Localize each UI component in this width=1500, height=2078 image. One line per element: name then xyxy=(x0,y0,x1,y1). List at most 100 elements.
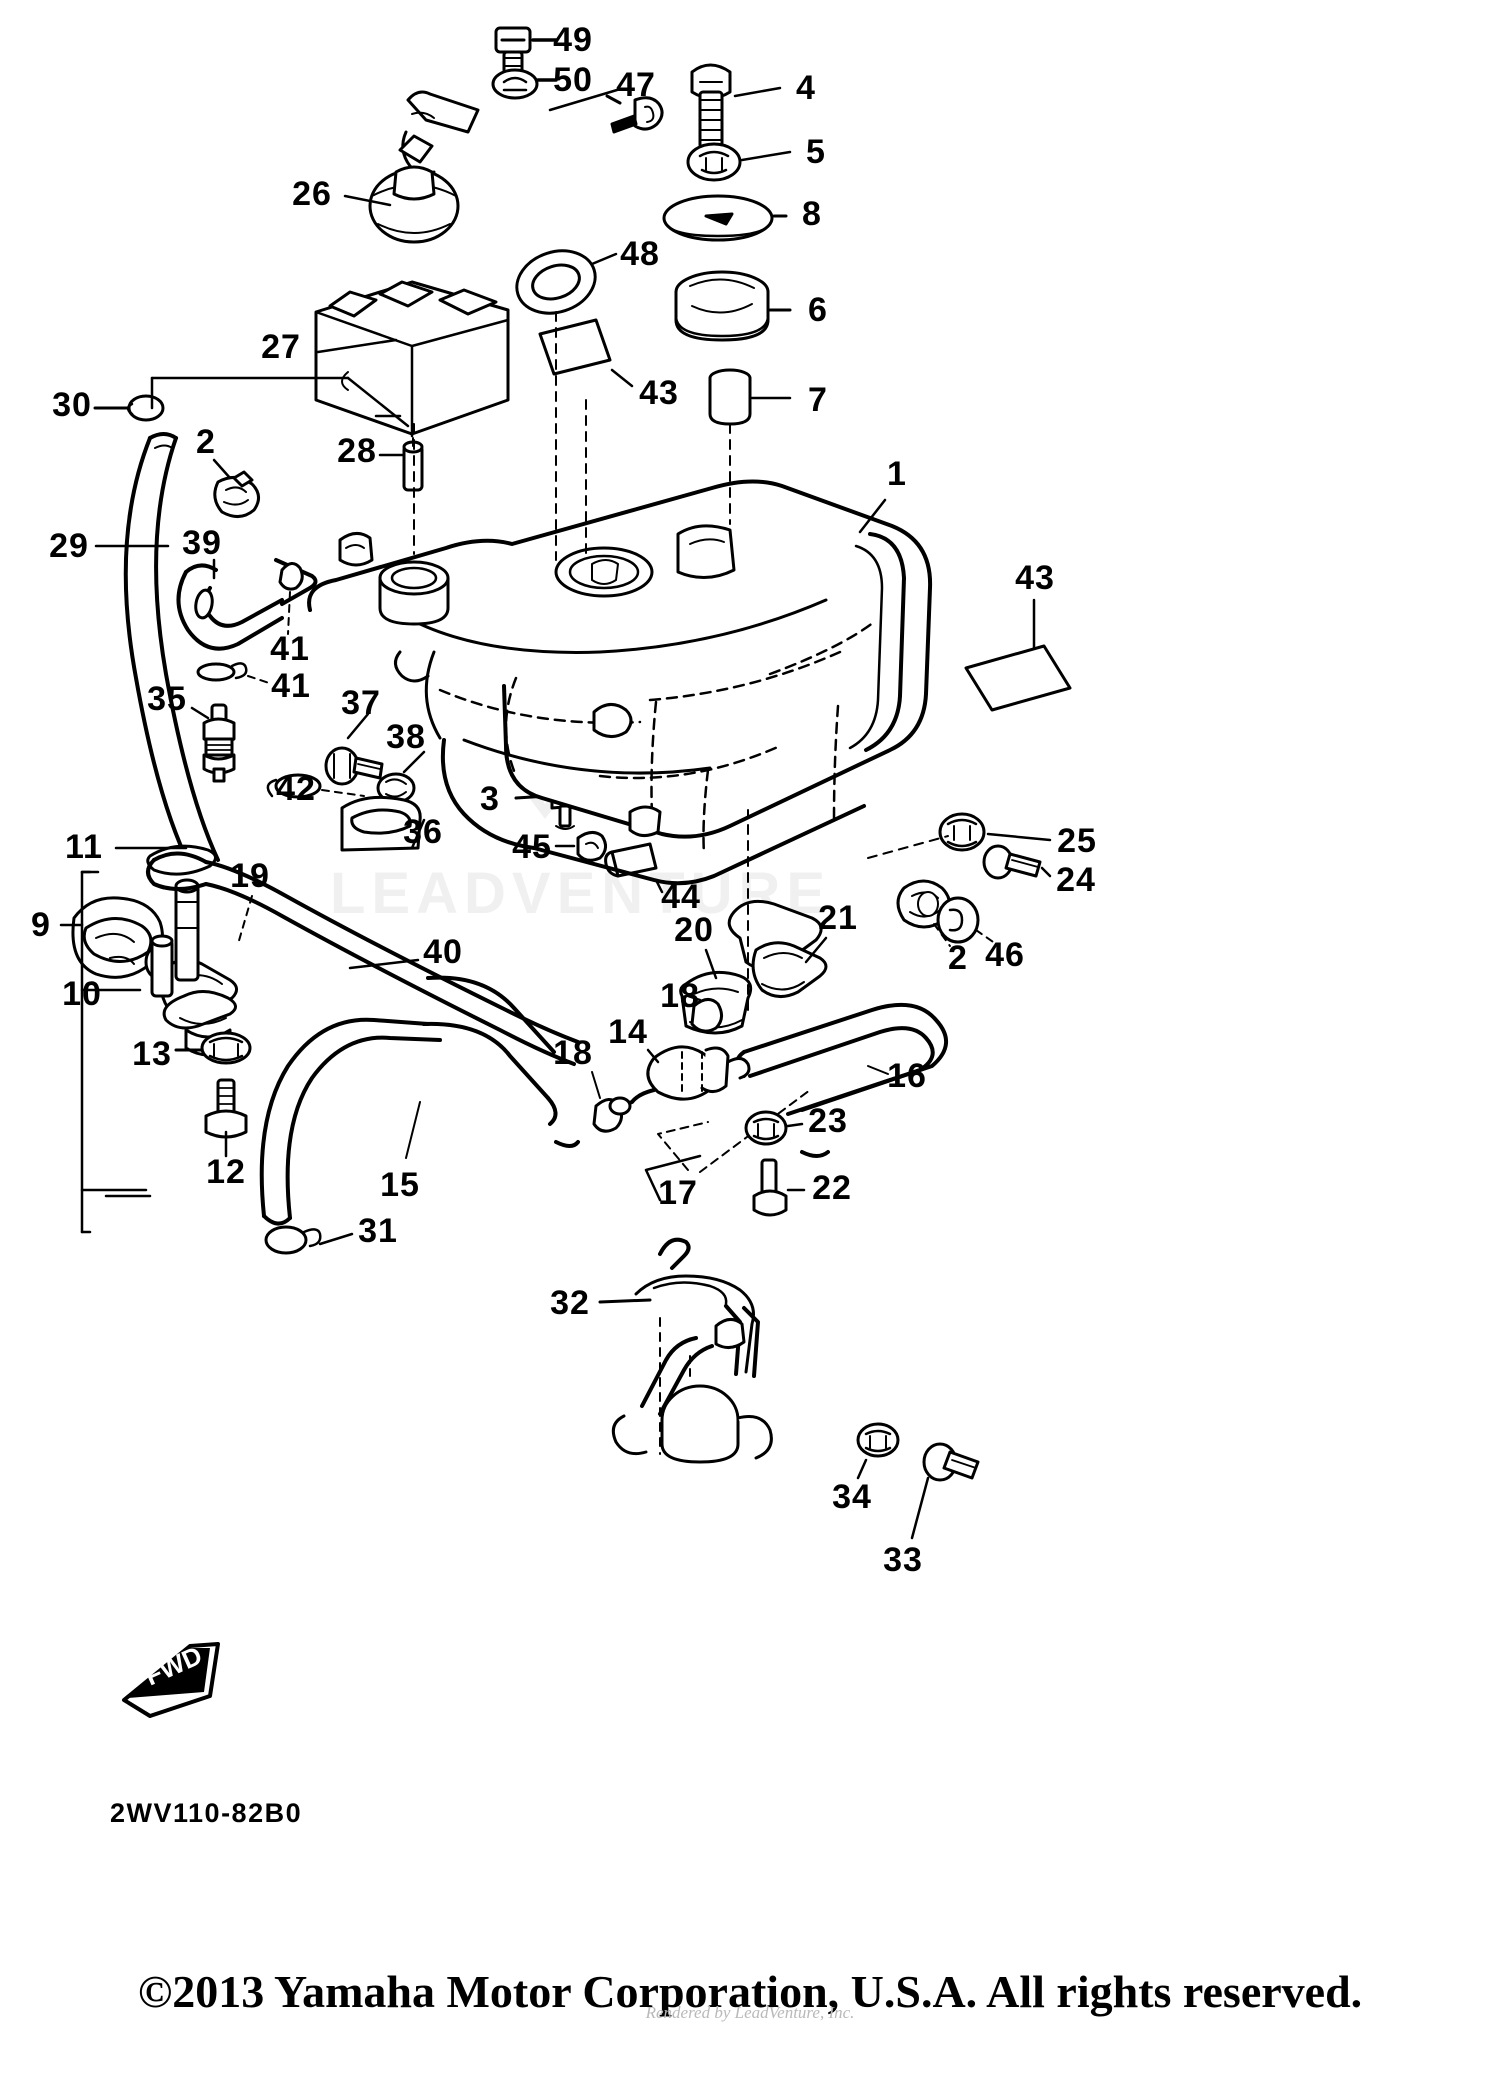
callout-31: 31 xyxy=(358,1212,398,1250)
part-48-packing-ring xyxy=(515,249,618,315)
callout-36: 36 xyxy=(403,813,443,851)
part-46-washer xyxy=(936,896,997,945)
callout-45: 45 xyxy=(512,828,552,866)
callout-22: 22 xyxy=(812,1169,852,1207)
callout-6: 6 xyxy=(808,291,828,329)
part-12-bolt xyxy=(204,1078,248,1158)
leader-lines-solid xyxy=(150,376,702,1202)
callout-41-upper: 41 xyxy=(270,630,310,668)
part-31-clip xyxy=(264,1225,354,1255)
part-28-pin xyxy=(378,440,424,492)
part-42-clip xyxy=(266,773,365,799)
part-25-nut xyxy=(938,812,1052,852)
callout-42: 42 xyxy=(276,770,316,808)
part-26-fuel-cap-assembly xyxy=(368,90,480,244)
copyright-notice: ©2013 Yamaha Motor Corporation, U.S.A. A… xyxy=(137,1966,1363,2017)
part-37-bolt xyxy=(324,712,384,786)
part-24-bolt xyxy=(982,844,1052,880)
part-22-bolt xyxy=(752,1158,806,1217)
callout-18-right: 18 xyxy=(660,977,700,1015)
callout-47: 47 xyxy=(616,66,656,104)
callout-29: 29 xyxy=(49,527,89,565)
callout-12: 12 xyxy=(206,1153,246,1191)
part-29-breather-hose xyxy=(123,432,220,868)
render-credit-watermark: Rendered by LeadVenture, Inc. xyxy=(645,2003,855,2022)
callout-20: 20 xyxy=(674,911,714,949)
callout-14: 14 xyxy=(608,1013,648,1051)
part-32-fuel-pump-bracket xyxy=(598,1237,773,1464)
callout-35: 35 xyxy=(147,680,187,718)
part-39-fuel-hose-short xyxy=(176,558,318,651)
part-14-fuel-filter xyxy=(608,1045,751,1116)
callout-8: 8 xyxy=(802,195,822,233)
callout-23: 23 xyxy=(808,1102,848,1140)
callout-32: 32 xyxy=(550,1284,590,1322)
callout-34: 34 xyxy=(832,1478,872,1516)
callout-50: 50 xyxy=(553,61,593,99)
callout-15: 15 xyxy=(380,1166,420,1204)
part-2-hose-clamp-upper xyxy=(212,458,260,518)
part-41-clip-upper xyxy=(278,562,304,635)
callout-26: 26 xyxy=(292,175,332,213)
callout-28: 28 xyxy=(337,432,377,470)
callout-19: 19 xyxy=(230,857,270,895)
callout-11: 11 xyxy=(65,828,103,866)
callout-48: 48 xyxy=(620,235,660,273)
callout-33: 33 xyxy=(883,1541,923,1579)
callout-43-lower: 43 xyxy=(1015,559,1055,597)
leader-lines xyxy=(413,311,949,1011)
part-23-nut xyxy=(744,1110,804,1146)
callout-46: 46 xyxy=(985,936,1025,974)
callout-49: 49 xyxy=(553,21,593,59)
part-21-hose-holder xyxy=(727,899,828,998)
callout-4: 4 xyxy=(796,69,816,107)
part-33-bolt xyxy=(910,1442,980,1540)
part-15-hose xyxy=(146,851,580,1159)
part-34-nut xyxy=(856,1422,900,1480)
callout-5: 5 xyxy=(806,133,826,171)
callout-7: 7 xyxy=(808,381,828,419)
part-35-fuel-level-sensor xyxy=(190,703,236,783)
part-18-clip-right xyxy=(686,994,723,1033)
diagram-code: 2WV110-82B0 xyxy=(110,1798,303,1828)
part-4-bolt xyxy=(690,63,782,150)
part-17-leaders xyxy=(657,1089,811,1173)
callout-44: 44 xyxy=(661,878,701,916)
part-43-label-lower xyxy=(964,598,1072,712)
part-36-hose-bracket xyxy=(340,795,426,852)
callout-40: 40 xyxy=(423,933,463,971)
part-27-fuel-tank-bracket-box xyxy=(314,280,510,438)
callout-16: 16 xyxy=(887,1057,927,1095)
callout-38: 38 xyxy=(386,718,426,756)
callout-41-lower: 41 xyxy=(271,667,311,705)
part-5-nut xyxy=(686,142,792,182)
callout-3: 3 xyxy=(480,780,500,818)
callout-21: 21 xyxy=(818,899,858,937)
part-16-fuel-hose-loop xyxy=(735,1002,948,1158)
part-43-label-upper xyxy=(538,318,634,388)
part-30-clip xyxy=(93,394,165,422)
part-8-seal-washer xyxy=(662,194,788,242)
callout-39: 39 xyxy=(182,524,222,562)
callout-1: 1 xyxy=(887,455,907,493)
part-47-clip xyxy=(605,94,664,134)
callout-9: 9 xyxy=(31,906,51,944)
part-45-clip xyxy=(554,831,607,862)
fwd-direction-marker: FWD xyxy=(122,1640,220,1718)
part-2-hose-clamp-lower xyxy=(896,879,951,947)
callout-24: 24 xyxy=(1056,861,1096,899)
callout-43-upper: 43 xyxy=(639,374,679,412)
callout-2-lower: 2 xyxy=(948,939,968,977)
part-7-collar xyxy=(708,368,792,426)
part-1-fuel-tank xyxy=(307,479,933,886)
callout-2-upper: 2 xyxy=(196,423,216,461)
part-19-standpipe xyxy=(146,844,237,1057)
callout-27: 27 xyxy=(261,328,301,366)
part-13-nut xyxy=(174,1031,252,1065)
callout-13: 13 xyxy=(132,1035,172,1073)
callout-17: 17 xyxy=(658,1174,698,1212)
part-6-fuel-strainer xyxy=(674,270,792,342)
part-50-nut xyxy=(491,68,558,100)
part-9-fuel-petcock xyxy=(71,896,172,980)
